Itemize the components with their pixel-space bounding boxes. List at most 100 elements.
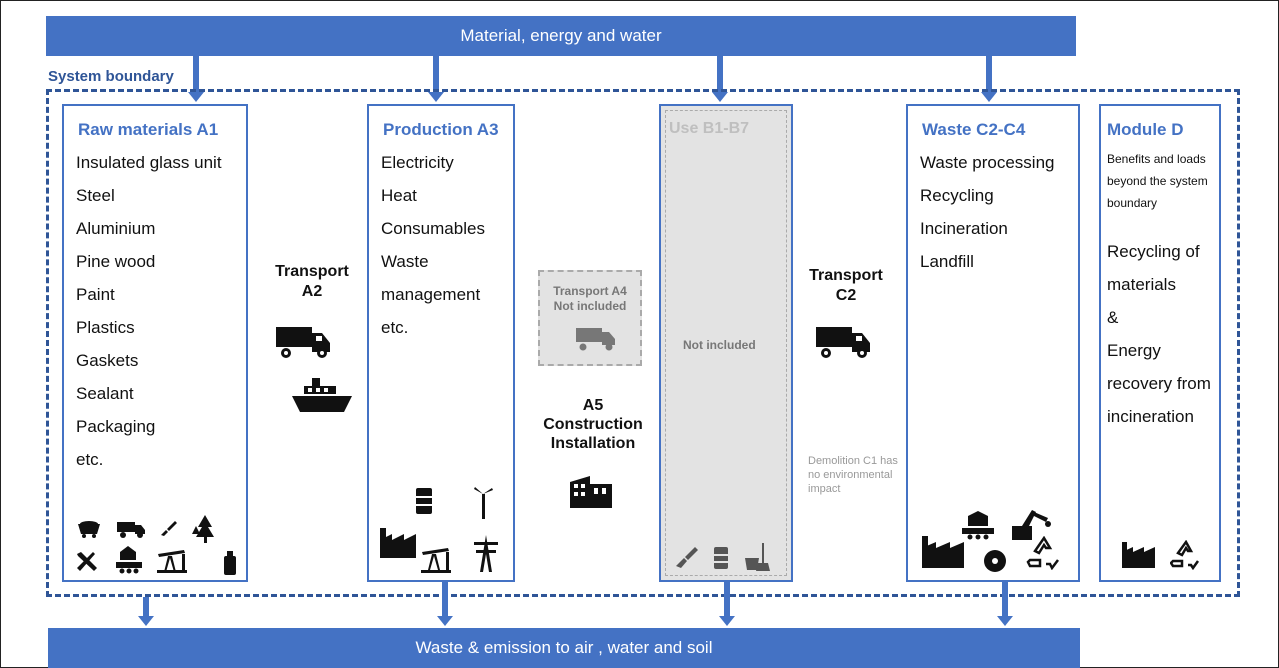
demolition-machine-icon <box>1012 510 1051 540</box>
building-icon <box>570 476 612 508</box>
output-arrow-a1 <box>143 597 149 617</box>
waste-item: Incineration <box>920 219 1008 238</box>
saw-blade-icon <box>984 550 1006 572</box>
paint-can-icon <box>224 551 236 575</box>
raw-item: Steel <box>76 186 115 205</box>
production-item: Consumables <box>381 219 485 238</box>
module-d-box: Module D Benefits and loads beyond the s… <box>1099 104 1221 582</box>
transport-a2-line2: A2 <box>301 283 323 300</box>
wind-turbine-icon <box>474 487 493 519</box>
input-band-label: Material, energy and water <box>460 26 662 45</box>
module-d-title: Module D <box>1107 120 1184 139</box>
mine-cart-icon <box>78 521 100 538</box>
output-arrow-b <box>724 582 730 617</box>
use-note: Not included <box>683 338 756 352</box>
use-inner-dashed <box>665 110 787 576</box>
input-arrow-a1 <box>193 56 199 94</box>
module-d-item: recovery from <box>1107 374 1211 393</box>
production-title: Production A3 <box>383 120 499 139</box>
recycling-icon <box>1170 540 1200 570</box>
production-item: Electricity <box>381 153 454 172</box>
production-box: Production A3 Electricity Heat Consumabl… <box>367 104 515 582</box>
factory-icon <box>1122 542 1155 568</box>
bucket-mop-icon <box>745 543 770 571</box>
output-band: Waste & emission to air , water and soil <box>48 628 1080 668</box>
raw-item: Packaging <box>76 417 156 436</box>
factory-icon <box>922 536 964 568</box>
module-d-item: Recycling of <box>1107 242 1200 261</box>
truck-icon <box>816 327 870 358</box>
production-item: Heat <box>381 186 417 205</box>
module-d-item: incineration <box>1107 407 1194 426</box>
truck-icon <box>576 328 615 351</box>
output-arrow-a3-head <box>437 616 453 626</box>
barrel-icon <box>714 547 728 569</box>
a5-line1: A5 <box>582 397 604 414</box>
paint-brush-icon <box>161 521 177 536</box>
input-arrow-b-head <box>712 92 728 102</box>
system-boundary <box>46 89 1240 597</box>
input-arrow-a1-head <box>188 92 204 102</box>
raw-item: Insulated glass unit <box>76 153 222 172</box>
output-arrow-c-head <box>997 616 1013 626</box>
module-d-subtitle-1: Benefits and loads <box>1107 152 1206 166</box>
raw-item: Sealant <box>76 384 134 403</box>
excavator-icon <box>116 546 142 574</box>
waste-item: Waste processing <box>920 153 1055 172</box>
waste-title: Waste C2-C4 <box>922 120 1026 139</box>
barrel-icon <box>416 488 432 514</box>
waste-item: Landfill <box>920 252 974 271</box>
truck-icon <box>276 327 330 358</box>
system-boundary-label: System boundary <box>48 68 174 85</box>
input-arrow-b <box>717 56 723 94</box>
production-item: management <box>381 285 481 304</box>
recycling-icon <box>1026 536 1059 570</box>
factory-icon <box>380 528 416 558</box>
module-d-subtitle-3: boundary <box>1107 196 1158 210</box>
ship-icon <box>292 378 352 412</box>
raw-item: Pine wood <box>76 252 156 271</box>
module-d-item: materials <box>1107 275 1176 294</box>
transport-a4-line1: Transport A4 <box>553 284 627 298</box>
forest-icon <box>192 515 214 543</box>
module-d-subtitle-2: beyond the system <box>1107 174 1208 188</box>
input-arrow-c <box>986 56 992 94</box>
transport-a4-line2: Not included <box>553 299 627 313</box>
raw-materials-title: Raw materials A1 <box>78 120 219 139</box>
a5-line3: Installation <box>550 435 636 452</box>
raw-item: Paint <box>76 285 115 304</box>
raw-item: Plastics <box>76 318 135 337</box>
transport-c2-label: Transport C2 <box>796 266 896 306</box>
input-band: Material, energy and water <box>46 16 1076 56</box>
production-item: Waste <box>381 252 429 271</box>
input-arrow-c-head <box>981 92 997 102</box>
raw-item: etc. <box>76 450 104 469</box>
oil-pump-icon <box>157 550 187 573</box>
raw-item: Aluminium <box>76 219 156 238</box>
input-arrow-a3 <box>433 56 439 94</box>
paint-brush-icon <box>676 547 698 568</box>
oil-pump-icon <box>421 548 451 573</box>
hammer-pick-icon <box>77 552 97 571</box>
module-d-item: Energy <box>1107 341 1161 360</box>
a5-label: A5 Construction Installation <box>530 396 656 453</box>
truck-icon <box>117 522 145 538</box>
waste-box: Waste C2-C4 Waste processing Recycling I… <box>906 104 1080 582</box>
output-arrow-c <box>1002 582 1008 617</box>
module-d-item: & <box>1107 308 1119 327</box>
output-arrow-a1-head <box>138 616 154 626</box>
transport-c2-line2: C2 <box>835 287 857 304</box>
raw-materials-box: Raw materials A1 Insulated glass unit St… <box>62 104 248 582</box>
raw-item: Gaskets <box>76 351 139 370</box>
output-arrow-b-head <box>719 616 735 626</box>
transport-a2-label: Transport A2 <box>262 262 362 302</box>
a5-line2: Construction <box>543 416 643 433</box>
output-band-label: Waste & emission to air , water and soil <box>415 638 713 657</box>
transport-c2-line1: Transport <box>809 267 883 284</box>
use-title: Use B1-B7 <box>669 120 750 137</box>
production-item: etc. <box>381 318 409 337</box>
power-pylon-icon <box>474 535 498 572</box>
transport-a2-line1: Transport <box>275 263 349 280</box>
excavator-icon <box>962 511 994 540</box>
input-arrow-a3-head <box>428 92 444 102</box>
